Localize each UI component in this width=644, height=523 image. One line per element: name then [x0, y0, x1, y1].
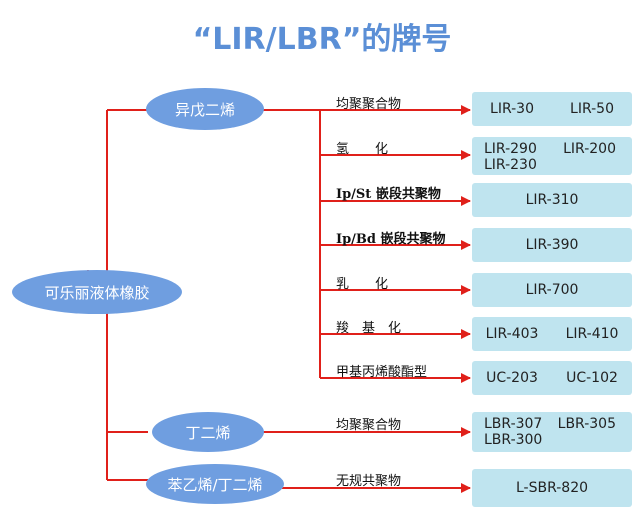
branch-label: 均聚聚合物 [336, 418, 402, 433]
group-styrene-butadiene: 苯乙烯/丁二烯 [146, 464, 284, 504]
product-code: LIR-403 [485, 326, 539, 342]
branch-label: 均聚聚合物 [336, 97, 402, 112]
product-code: LIR-200 [563, 141, 616, 157]
branch-label: 氢 化 [336, 142, 389, 157]
branch-label: Ip/Bd 嵌段共聚物 [336, 232, 446, 247]
product-box: LBR-307 LBR-305 LBR-300 [472, 412, 632, 452]
product-code: LBR-307 [484, 416, 543, 432]
group-label: 苯乙烯/丁二烯 [167, 475, 263, 494]
product-code: L-SBR-820 [515, 480, 589, 496]
product-code: LIR-310 [525, 192, 579, 208]
group-label: 异戊二烯 [174, 100, 235, 119]
product-box: LIR-310 [472, 183, 632, 217]
group-label: 丁二烯 [185, 423, 231, 442]
product-code: LBR-305 [557, 416, 616, 432]
product-code: UC-203 [486, 370, 538, 386]
product-code: LIR-410 [565, 326, 619, 342]
product-box: LIR-700 [472, 273, 632, 307]
root-node: 可乐丽液体橡胶 [12, 270, 182, 314]
branch-label: 乳 化 [336, 277, 389, 292]
diagram-title: “LIR/LBR”的牌号 [192, 22, 452, 57]
product-box: LIR-390 [472, 228, 632, 262]
branch-label: 羧 基 化 [336, 321, 402, 336]
product-code: LIR-50 [570, 101, 614, 117]
branch-label: Ip/St 嵌段共聚物 [336, 187, 441, 202]
product-code: LIR-290 [484, 141, 537, 157]
product-code: LBR-300 [484, 432, 543, 448]
product-code: LIR-700 [525, 282, 579, 298]
product-box: UC-203 UC-102 [472, 361, 632, 395]
product-box: L-SBR-820 [472, 469, 632, 507]
product-box: LIR-290 LIR-200 LIR-230 [472, 137, 632, 175]
branch-label: 无规共聚物 [336, 474, 402, 489]
group-isoprene: 异戊二烯 [146, 88, 264, 130]
branch-label: 甲基丙烯酸酯型 [336, 365, 428, 380]
product-code: LIR-390 [525, 237, 579, 253]
product-box: LIR-30 LIR-50 [472, 92, 632, 126]
group-butadiene: 丁二烯 [152, 412, 264, 452]
product-code: LIR-230 [484, 157, 537, 173]
product-code: LIR-30 [490, 101, 534, 117]
product-code: UC-102 [566, 370, 618, 386]
product-box: LIR-403 LIR-410 [472, 317, 632, 351]
root-label: 可乐丽液体橡胶 [44, 283, 150, 302]
